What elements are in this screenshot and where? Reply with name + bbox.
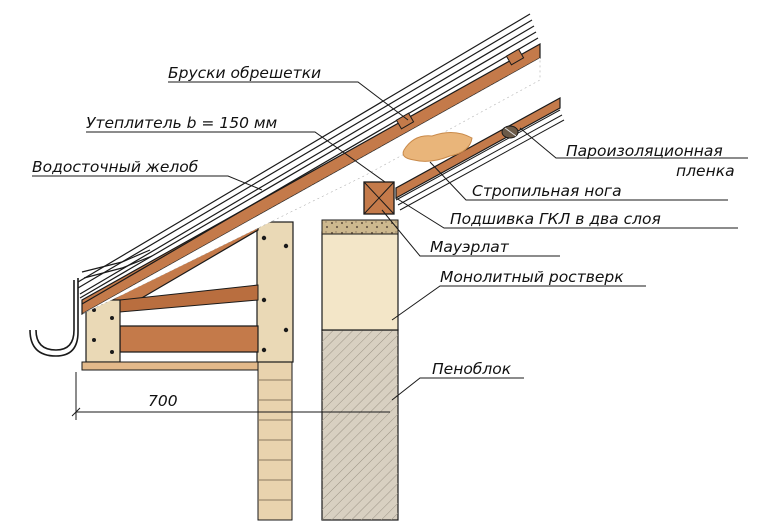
ring-beam <box>321 231 399 331</box>
brick-cladding <box>257 359 293 521</box>
drywall-layers <box>395 109 565 211</box>
ring-beam-top-speck <box>322 220 398 234</box>
label-battens: Бруски обрешетки <box>168 64 321 82</box>
roof-covering <box>77 13 539 305</box>
eave-plate <box>85 299 121 363</box>
ceiling-joist <box>119 325 259 353</box>
gutter <box>29 249 153 357</box>
label-rafter: Стропильная нога <box>472 182 622 200</box>
label-gutter: Водосточный желоб <box>32 158 199 176</box>
label-dimension: 700 <box>148 392 178 410</box>
label-mauerlat: Мауэрлат <box>430 238 510 256</box>
label-vapor-barrier-2: пленка <box>676 162 735 180</box>
dimension-line <box>71 372 390 420</box>
leader-lines <box>32 81 748 401</box>
label-foam-block: Пеноблок <box>432 360 512 378</box>
soffit <box>81 361 259 371</box>
label-insulation: Утеплитель b = 150 мм <box>86 114 278 132</box>
batten-2 <box>395 112 415 130</box>
insulation <box>81 57 541 315</box>
label-vapor-barrier-1: Пароизоляционная <box>566 142 723 160</box>
osb-post <box>256 221 294 363</box>
wood-section <box>402 132 473 162</box>
label-ring-beam: Монолитный ростверк <box>440 268 624 286</box>
batten-1 <box>505 48 525 66</box>
foam-block-hatch <box>322 330 398 520</box>
label-drywall: Подшивка ГКЛ в два слоя <box>450 210 661 228</box>
